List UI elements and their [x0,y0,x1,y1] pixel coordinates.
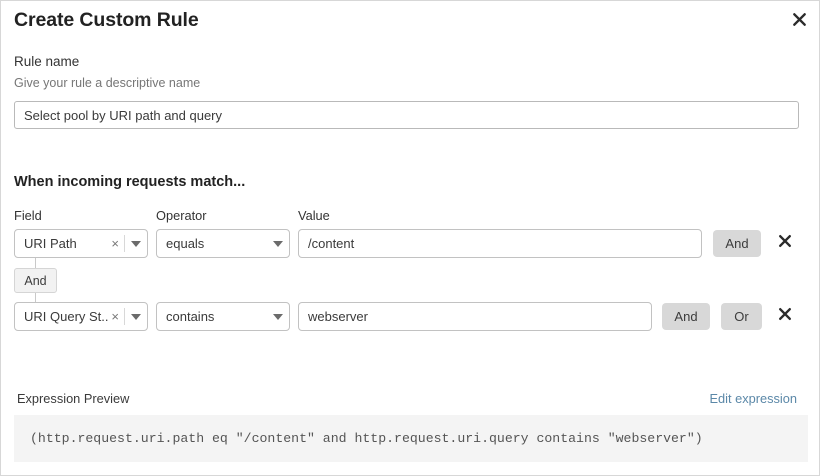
delete-row-icon[interactable] [776,232,794,250]
field-select[interactable]: URI Query St... × [14,302,148,331]
chevron-down-icon[interactable] [125,313,147,320]
operator-select-value: equals [166,236,205,251]
column-header-operator: Operator [156,208,207,223]
operator-select[interactable]: contains [156,302,290,331]
value-input[interactable] [298,229,702,258]
field-select-value: URI Query St... [24,309,110,324]
connector-line-top [35,258,36,269]
rule-name-label: Rule name [14,54,80,69]
or-button[interactable]: Or [721,303,762,330]
clear-icon[interactable]: × [111,235,119,251]
column-header-field: Field [14,208,42,223]
expression-preview-text: (http.request.uri.path eq "/content" and… [30,431,703,446]
field-select-value: URI Path [24,236,77,251]
select-divider [124,235,125,252]
conditions-heading: When incoming requests match... [14,174,246,190]
rule-name-input[interactable] [14,101,799,129]
chevron-down-icon[interactable] [267,313,289,320]
condition-row: URI Query St... × contains And Or [1,302,820,332]
field-select[interactable]: URI Path × [14,229,148,258]
dialog-title: Create Custom Rule [14,9,199,31]
operator-select-value: contains [166,309,215,324]
and-button[interactable]: And [713,230,761,257]
connector-line-bottom [35,293,36,304]
connector-and-chip[interactable]: And [14,268,57,293]
chevron-down-icon[interactable] [125,240,147,247]
clear-icon[interactable]: × [111,308,119,324]
condition-row: URI Path × equals And [1,229,820,259]
delete-row-icon[interactable] [776,305,794,323]
select-divider [124,308,125,325]
chevron-down-icon[interactable] [267,240,289,247]
expression-preview-label: Expression Preview [17,391,130,406]
close-icon[interactable] [788,8,810,30]
operator-select[interactable]: equals [156,229,290,258]
and-button[interactable]: And [662,303,710,330]
row-connector: And [14,258,144,304]
rule-name-hint: Give your rule a descriptive name [14,76,201,90]
expression-preview-box: (http.request.uri.path eq "/content" and… [14,415,808,462]
edit-expression-link[interactable]: Edit expression [709,391,798,406]
value-input[interactable] [298,302,652,331]
column-header-value: Value [298,208,330,223]
